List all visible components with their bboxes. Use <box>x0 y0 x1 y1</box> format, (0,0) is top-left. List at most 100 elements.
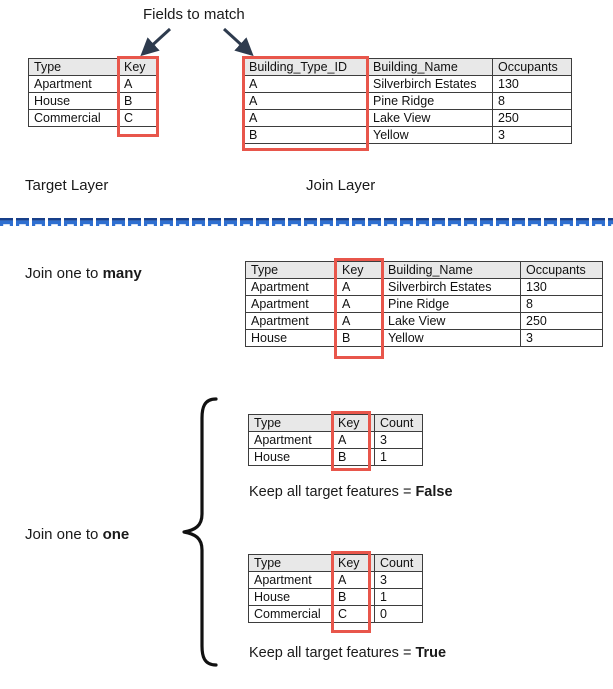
cell-key: B <box>332 588 375 606</box>
keep-all-true-caption: Keep all target features = True <box>249 645 446 662</box>
section-divider <box>0 218 613 229</box>
cell-occupants: 130 <box>520 278 603 296</box>
cell-type: House <box>245 329 337 347</box>
column-header-type: Type <box>248 554 333 572</box>
cell-type: House <box>248 588 333 606</box>
table-row: House B 1 <box>248 448 423 466</box>
keep-all-true-prefix: Keep all target features = <box>249 645 416 661</box>
join-layer-caption: Join Layer <box>306 177 376 194</box>
table-header-row: Type Key Count <box>248 414 423 432</box>
join-one-to-many-prefix: Join one to <box>25 265 103 282</box>
one-to-many-result-table: Type Key Building_Name Occupants Apartme… <box>245 261 603 347</box>
table-row: House B Yellow 3 <box>245 329 603 347</box>
cell-key: C <box>332 605 375 623</box>
cell-building-name: Lake View <box>382 312 521 330</box>
column-header-count: Count <box>374 414 423 432</box>
table-row: Apartment A Pine Ridge 8 <box>245 295 603 313</box>
table-row: Apartment A Lake View 250 <box>245 312 603 330</box>
one-to-one-true-result-table: Type Key Count Apartment A 3 House B 1 C… <box>248 554 423 623</box>
keep-all-true-value: True <box>415 645 447 661</box>
column-header-key: Key <box>118 58 158 76</box>
cell-building-type-id: A <box>243 92 368 110</box>
table-header-row: Building_Type_ID Building_Name Occupants <box>243 58 572 76</box>
column-header-building-name: Building_Name <box>367 58 493 76</box>
cell-building-name: Yellow <box>367 126 493 144</box>
cell-building-type-id: A <box>243 109 368 127</box>
cell-count: 0 <box>374 605 423 623</box>
table-row: Apartment A Silverbirch Estates 130 <box>245 278 603 296</box>
cell-key: A <box>336 312 383 330</box>
column-header-building-name: Building_Name <box>382 261 521 279</box>
cell-occupants: 250 <box>520 312 603 330</box>
cell-building-name: Silverbirch Estates <box>382 278 521 296</box>
table-row: Apartment A 3 <box>248 431 423 449</box>
cell-type: Apartment <box>248 431 333 449</box>
cell-occupants: 8 <box>492 92 572 110</box>
table-row: A Pine Ridge 8 <box>243 92 572 110</box>
target-layer-caption: Target Layer <box>25 177 109 194</box>
column-header-key: Key <box>336 261 383 279</box>
column-header-type: Type <box>28 58 119 76</box>
cell-building-name: Pine Ridge <box>367 92 493 110</box>
keep-all-false-value: False <box>415 484 453 500</box>
table-row: B Yellow 3 <box>243 126 572 144</box>
cell-key: B <box>118 92 158 110</box>
column-header-building-type-id: Building_Type_ID <box>243 58 368 76</box>
join-one-to-one-brace <box>182 397 218 667</box>
cell-type: Apartment <box>248 571 333 589</box>
join-layer-table: Building_Type_ID Building_Name Occupants… <box>243 58 572 144</box>
cell-key: B <box>336 329 383 347</box>
cell-occupants: 3 <box>520 329 603 347</box>
arrow-to-target-key-icon <box>140 27 172 57</box>
join-one-to-many-label: Join one to many <box>25 265 142 283</box>
table-header-row: Type Key Building_Name Occupants <box>245 261 603 279</box>
cell-key: C <box>118 109 158 127</box>
table-row: House B <box>28 92 158 110</box>
cell-building-name: Silverbirch Estates <box>367 75 493 93</box>
cell-building-name: Yellow <box>382 329 521 347</box>
table-row: Commercial C <box>28 109 158 127</box>
table-row: Apartment A <box>28 75 158 93</box>
column-header-occupants: Occupants <box>492 58 572 76</box>
column-header-key: Key <box>332 554 375 572</box>
cell-key: A <box>336 295 383 313</box>
join-one-to-one-emphasis: one <box>102 526 130 543</box>
cell-type: Apartment <box>28 75 119 93</box>
cell-key: B <box>332 448 375 466</box>
table-header-row: Type Key Count <box>248 554 423 572</box>
cell-occupants: 3 <box>492 126 572 144</box>
cell-building-name: Lake View <box>367 109 493 127</box>
column-header-occupants: Occupants <box>520 261 603 279</box>
cell-count: 3 <box>374 431 423 449</box>
cell-type: Apartment <box>245 295 337 313</box>
table-row: Commercial C 0 <box>248 605 423 623</box>
join-one-to-one-label: Join one to one <box>25 526 129 544</box>
cell-occupants: 130 <box>492 75 572 93</box>
cell-key: A <box>118 75 158 93</box>
cell-building-type-id: A <box>243 75 368 93</box>
cell-key: A <box>332 431 375 449</box>
cell-key: A <box>336 278 383 296</box>
table-row: Apartment A 3 <box>248 571 423 589</box>
join-one-to-one-prefix: Join one to <box>25 526 103 543</box>
keep-all-false-caption: Keep all target features = False <box>249 484 453 501</box>
cell-occupants: 250 <box>492 109 572 127</box>
cell-type: Commercial <box>28 109 119 127</box>
keep-all-false-prefix: Keep all target features = <box>249 484 416 500</box>
table-row: House B 1 <box>248 588 423 606</box>
cell-type: House <box>28 92 119 110</box>
table-row: A Silverbirch Estates 130 <box>243 75 572 93</box>
cell-building-type-id: B <box>243 126 368 144</box>
cell-type: House <box>248 448 333 466</box>
cell-count: 1 <box>374 448 423 466</box>
one-to-one-false-result-table: Type Key Count Apartment A 3 House B 1 <box>248 414 423 466</box>
column-header-key: Key <box>332 414 375 432</box>
cell-type: Apartment <box>245 312 337 330</box>
cell-count: 1 <box>374 588 423 606</box>
cell-count: 3 <box>374 571 423 589</box>
cell-building-name: Pine Ridge <box>382 295 521 313</box>
column-header-count: Count <box>374 554 423 572</box>
column-header-type: Type <box>245 261 337 279</box>
cell-occupants: 8 <box>520 295 603 313</box>
